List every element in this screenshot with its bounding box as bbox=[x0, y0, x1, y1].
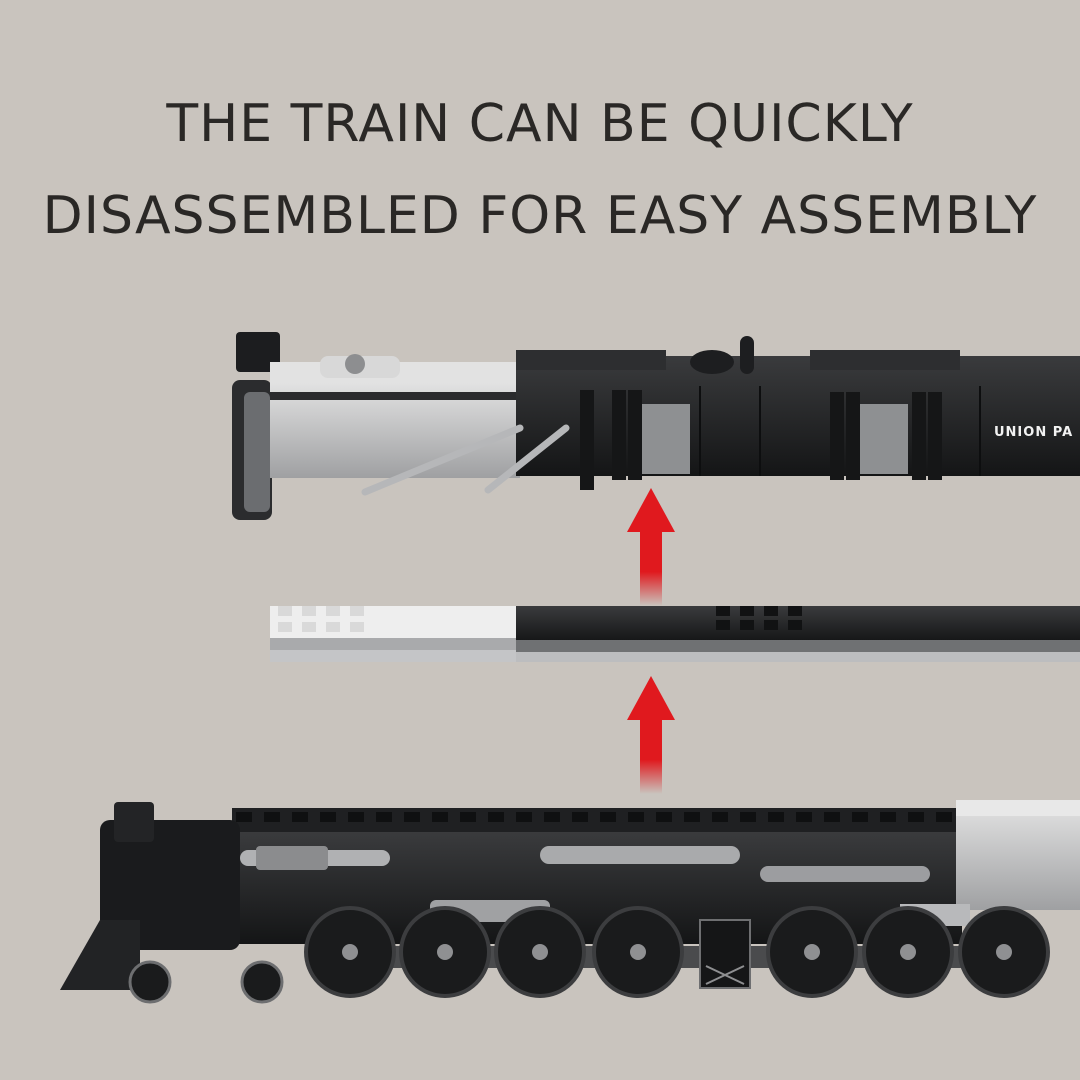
arrow-up-icon bbox=[627, 676, 675, 794]
locomotive-chassis bbox=[60, 800, 1080, 1004]
boiler-lettering: UNION PA bbox=[994, 425, 1073, 440]
headline-line-1: THE TRAIN CAN BE QUICKLY bbox=[166, 94, 914, 154]
arrow-up-icon bbox=[627, 488, 675, 606]
headline-line-2: DISASSEMBLED FOR EASY ASSEMBLY bbox=[42, 186, 1038, 246]
boiler-shell bbox=[232, 332, 1080, 520]
drive-wheels bbox=[128, 906, 1050, 1004]
frame-plate bbox=[270, 606, 1080, 662]
